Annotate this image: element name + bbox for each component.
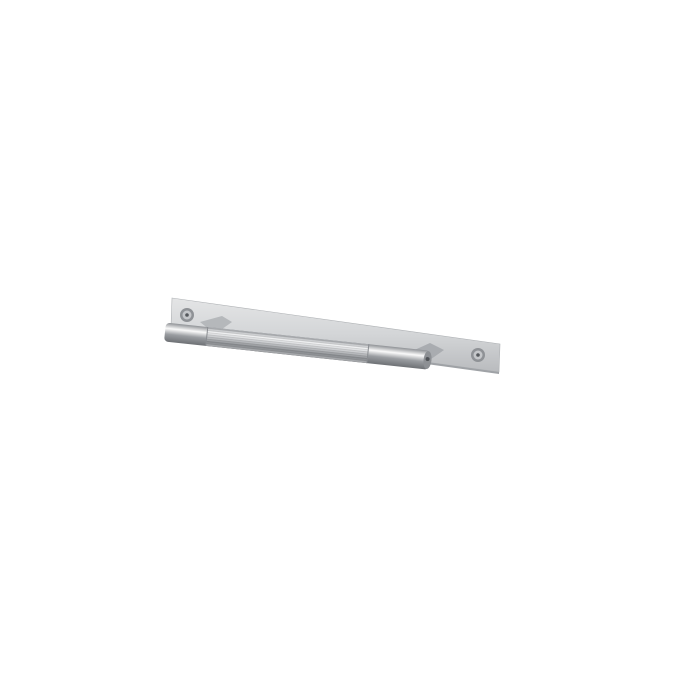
- standoff-left: [200, 316, 232, 334]
- screw-left-icon: [180, 308, 194, 322]
- handle-bar: [164, 322, 432, 370]
- screw-right-icon: [471, 348, 485, 362]
